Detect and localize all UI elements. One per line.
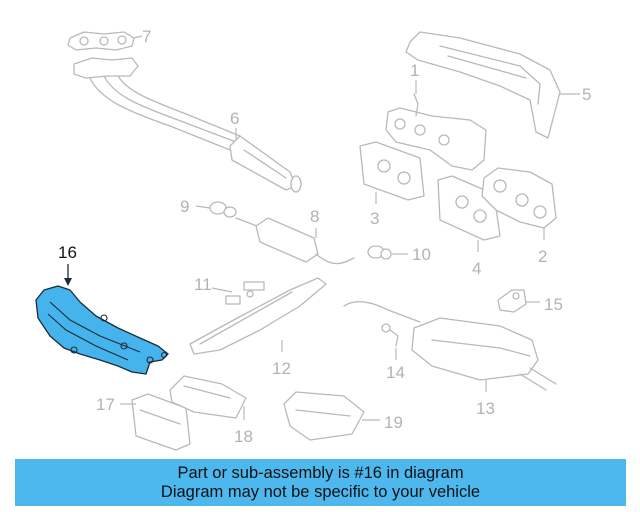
part-8-intermediate-pipe [235,217,355,265]
callout-4: 4 [472,259,481,278]
callout-12: 12 [272,359,291,378]
leader-16-arrow [64,278,72,286]
part-13-muffler [343,300,557,391]
part-6-front-pipe [73,57,302,193]
callout-3: 3 [370,209,379,228]
callout-17: 17 [96,395,115,414]
callout-8: 8 [310,207,319,226]
part-3-gasket [359,141,425,201]
callout-16: 16 [58,243,77,262]
callout-11: 11 [194,275,212,294]
exploded-parts-diagram: 7 6 5 1 3 4 [35,27,591,451]
callout-19: 19 [384,413,403,432]
callout-5: 5 [582,85,591,104]
callout-6: 6 [230,109,239,128]
callout-15: 15 [544,295,563,314]
part-18-shield [169,375,247,419]
part-15-hanger [497,289,527,313]
part-2-exhaust-manifold [481,167,557,229]
part-5-heat-shield [405,31,561,139]
callout-1: 1 [410,61,419,80]
callout-14: 14 [386,363,405,382]
part-10-clamp [367,245,392,260]
info-banner: Part or sub-assembly is #16 in diagram D… [15,459,626,506]
callout-7: 7 [142,27,151,46]
part-16-heat-shield-highlighted[interactable] [35,285,169,375]
callout-18: 18 [234,427,253,446]
leader-7 [133,35,143,39]
part-12-heat-shield [189,277,327,355]
banner-line-2: Diagram may not be specific to your vehi… [160,482,481,501]
part-9-clamp [209,201,237,218]
callout-13: 13 [476,399,495,418]
part-19-shield [283,391,365,441]
banner-line-1: Part or sub-assembly is #16 in diagram [177,463,464,482]
part-7-gasket [67,31,135,51]
part-11-bracket [225,281,265,305]
part-14-hanger [381,323,399,347]
part-1-exhaust-manifold [385,93,487,171]
leader-9 [195,205,211,209]
part-17-shield [131,393,191,451]
callout-9: 9 [180,197,189,216]
callout-10: 10 [412,245,431,264]
leader-11 [211,287,233,293]
callout-2: 2 [538,247,547,266]
